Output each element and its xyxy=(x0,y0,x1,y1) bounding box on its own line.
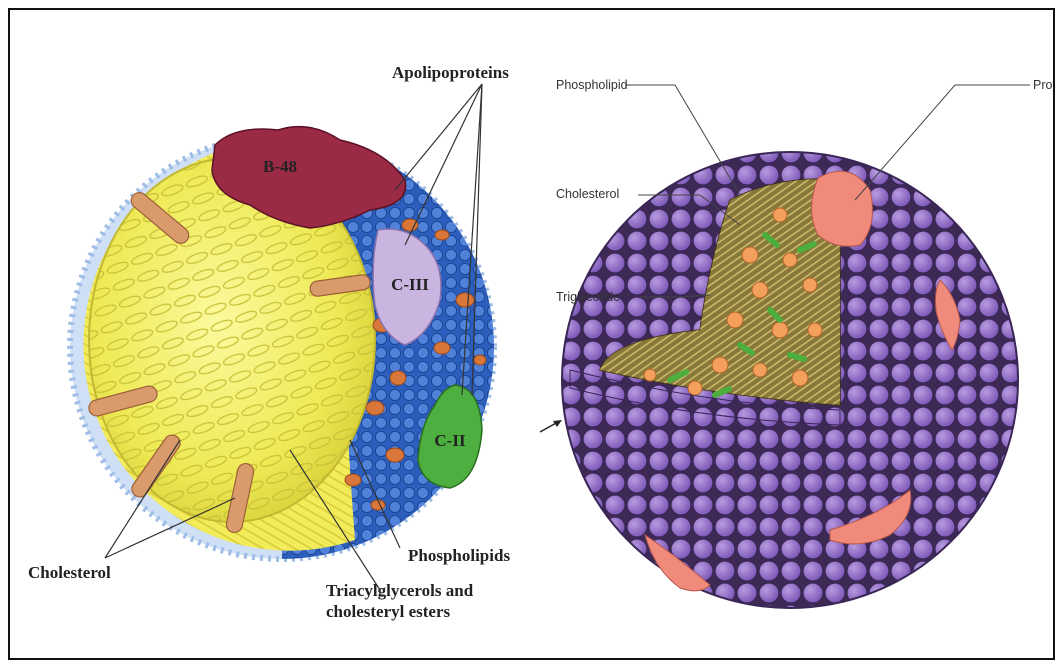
chylomicron-left: B-48 C-III C-II Apolipoproteins Choleste… xyxy=(28,63,510,621)
figure-frame: B-48 C-III C-II Apolipoproteins Choleste… xyxy=(8,8,1055,660)
lipoprotein-illustration: B-48 C-III C-II Apolipoproteins Choleste… xyxy=(10,10,1053,658)
arrow-marker xyxy=(540,420,562,432)
cholesterol-label-right: Cholesterol xyxy=(556,187,619,201)
phospholipid-label: Phospholipid xyxy=(556,78,628,92)
lipoprotein-right: Phospholipid Protein Cholesterol Triglyc… xyxy=(540,78,1053,608)
phospholipids-label: Phospholipids xyxy=(408,546,510,565)
c3-label: C-III xyxy=(391,275,429,294)
protein-label: Protein xyxy=(1033,78,1053,92)
triacyl-label-line1: Triacylglycerols and xyxy=(326,581,474,600)
cholesterol-label-left: Cholesterol xyxy=(28,563,111,582)
triacyl-label-line2: cholesteryl esters xyxy=(326,602,451,621)
triglyceride-label: Triglyceride xyxy=(556,290,620,304)
c2-label: C-II xyxy=(434,431,466,450)
b48-label: B-48 xyxy=(263,157,297,176)
apolipoproteins-label: Apolipoproteins xyxy=(392,63,509,82)
protein-patch-top xyxy=(812,171,873,246)
